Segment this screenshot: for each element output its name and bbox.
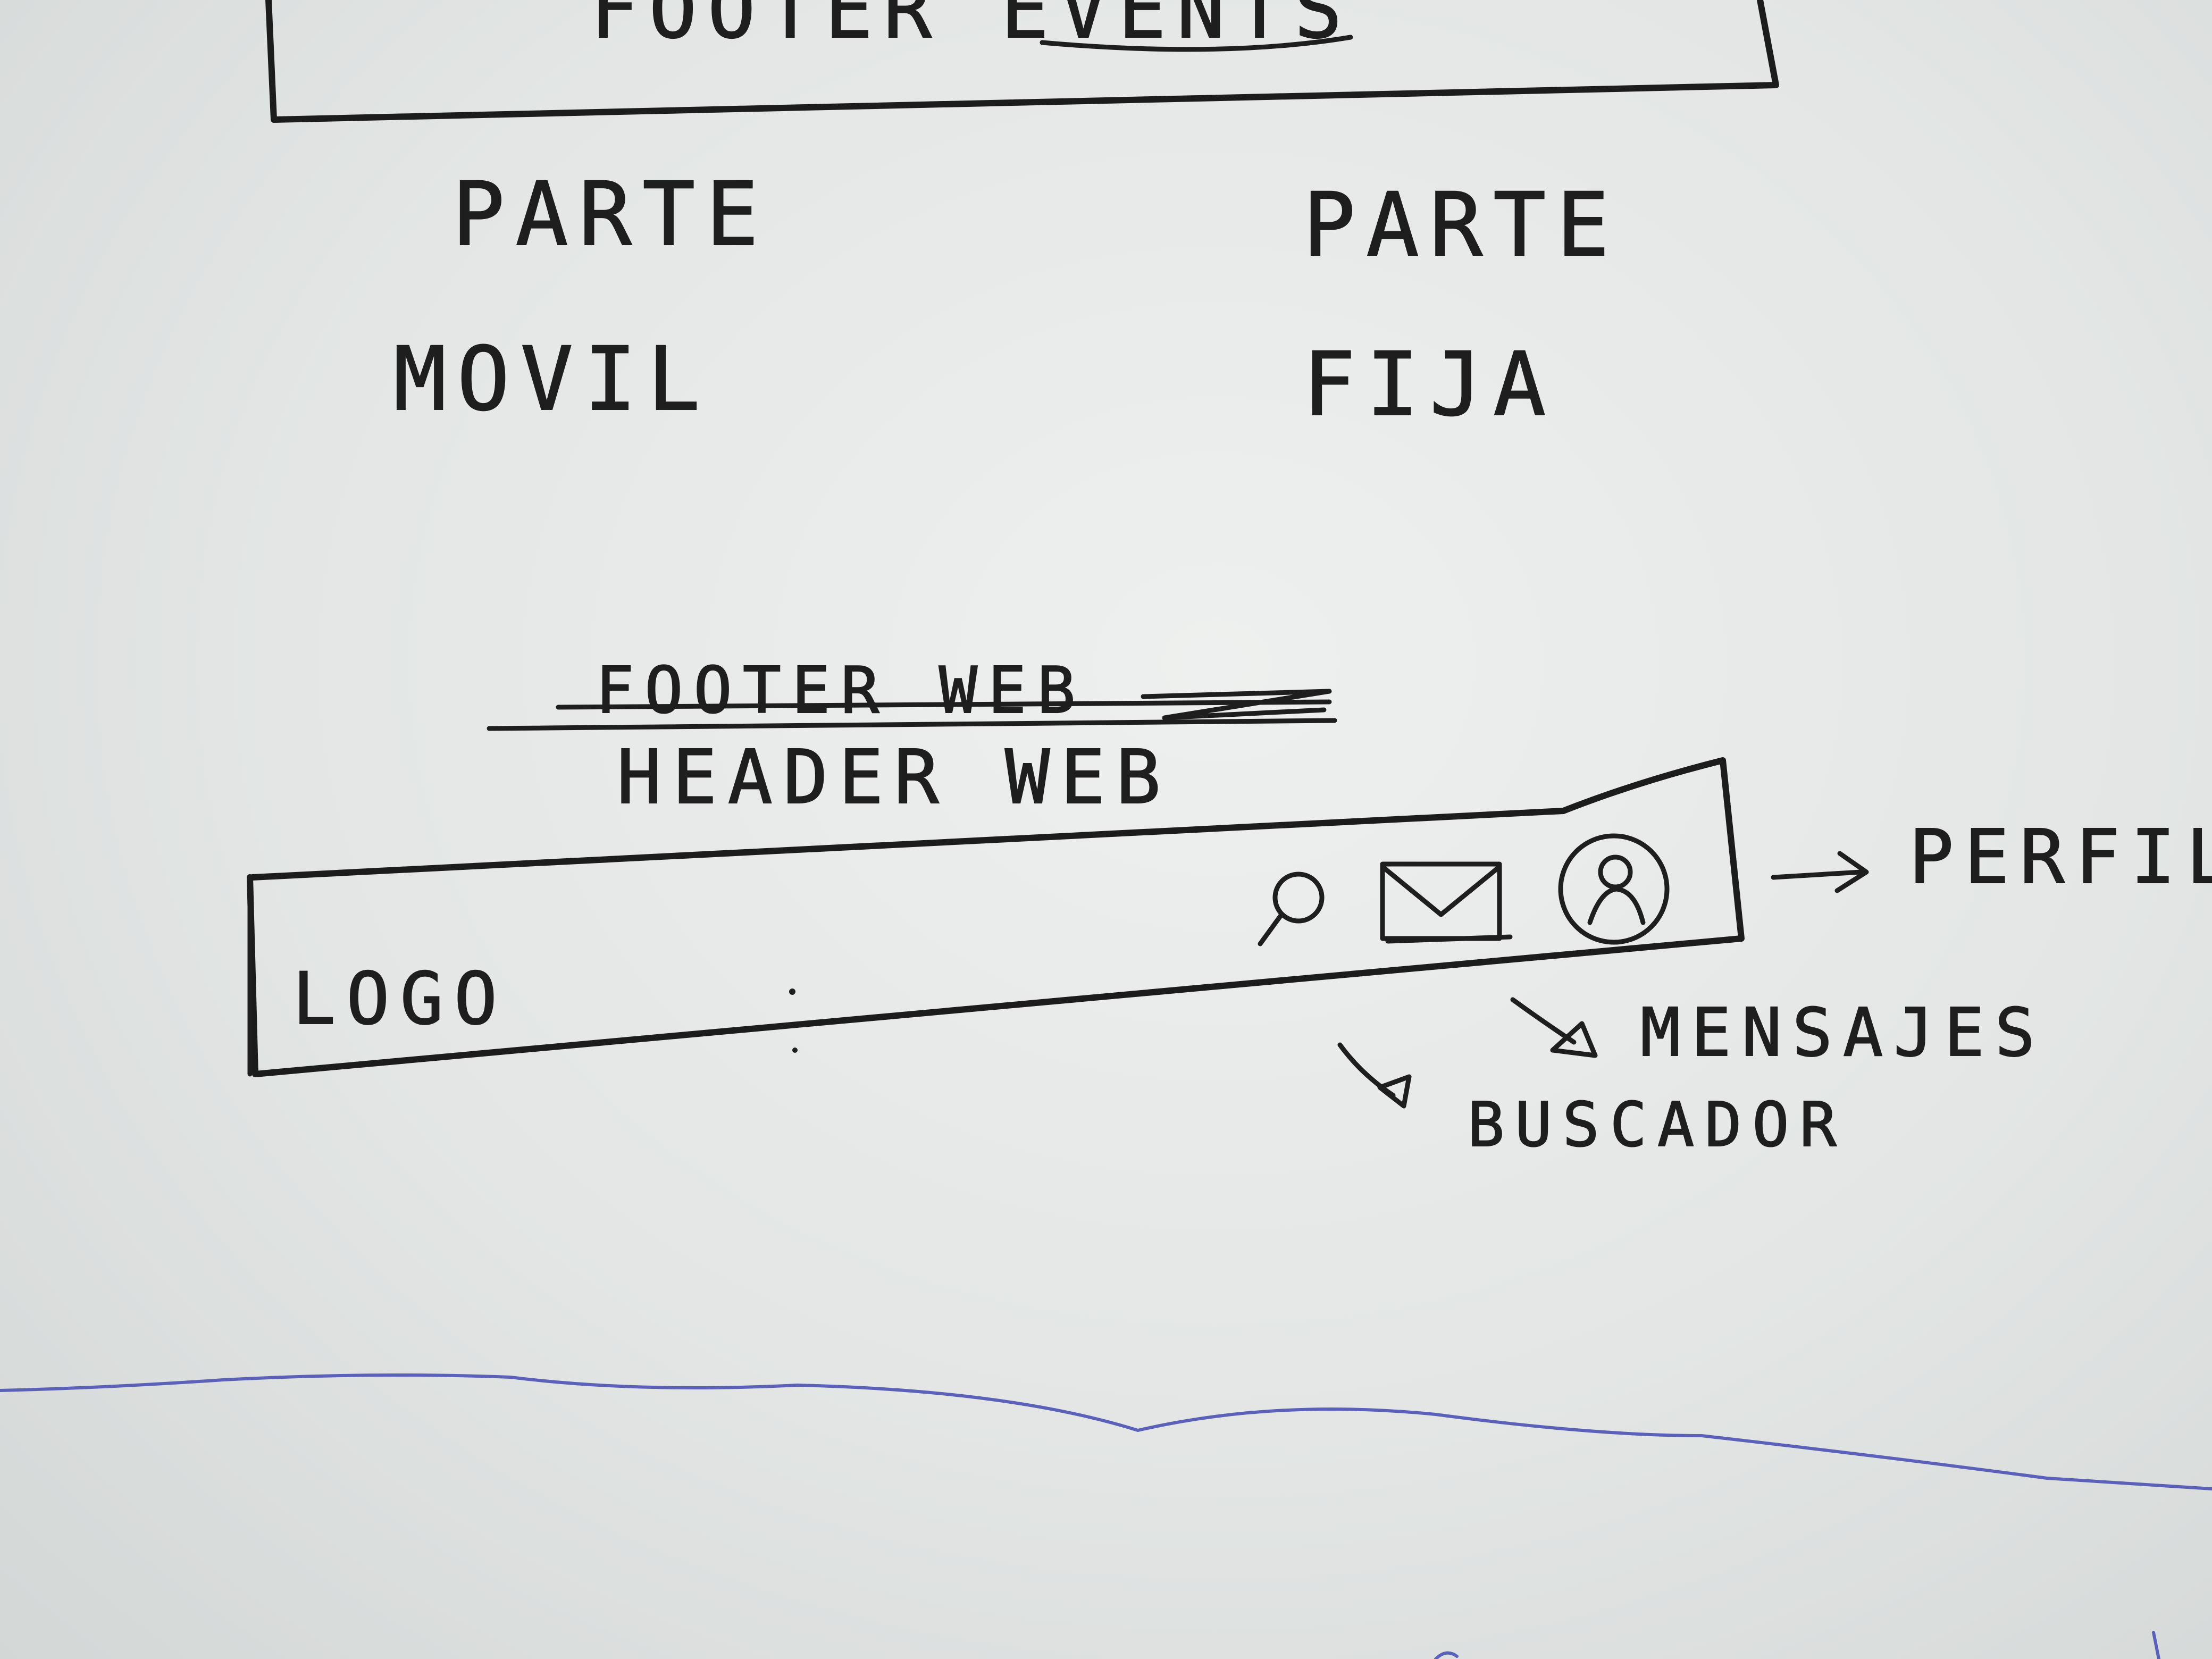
mensajes-annotation: MENSAJES <box>1510 994 2046 1072</box>
header-web-box: LOGO <box>247 757 1745 1077</box>
pen-dot <box>792 1048 798 1053</box>
note-left-line2: MOVIL <box>393 328 711 430</box>
crossed-out-text: FOOTER WEB <box>596 654 1086 728</box>
page-edge-mark <box>1434 1631 2160 1659</box>
mail-icon[interactable] <box>1380 861 1513 944</box>
perfil-annotation: PERFIL <box>1771 814 2212 901</box>
strike-line-1 <box>487 718 1337 731</box>
strike-scribble <box>1141 689 1332 720</box>
mensajes-label: MENSAJES <box>1640 994 2046 1071</box>
note-right-line1: PARTE <box>1303 174 1620 276</box>
logo-placeholder: LOGO <box>292 957 508 1041</box>
margin-line <box>0 1373 2212 1490</box>
strike-line-2 <box>556 699 1332 710</box>
search-icon[interactable] <box>1258 872 1325 946</box>
buscador-label: BUSCADOR <box>1468 1090 1847 1161</box>
footer-events-label: FOOTER EVENTS <box>590 0 1353 56</box>
footer-events-box: FOOTER EVENTS <box>265 0 1779 123</box>
perfil-label: PERFIL <box>1909 814 2212 901</box>
note-right-line2: FIJA <box>1303 333 1556 435</box>
profile-icon[interactable] <box>1558 833 1670 945</box>
pen-dot <box>789 988 795 995</box>
note-left-line1: PARTE <box>452 163 769 265</box>
crossed-out-text-group: FOOTER WEB <box>487 653 1337 731</box>
buscador-annotation: BUSCADOR <box>1337 1042 1847 1161</box>
header-title: HEADER WEB <box>617 734 1171 821</box>
